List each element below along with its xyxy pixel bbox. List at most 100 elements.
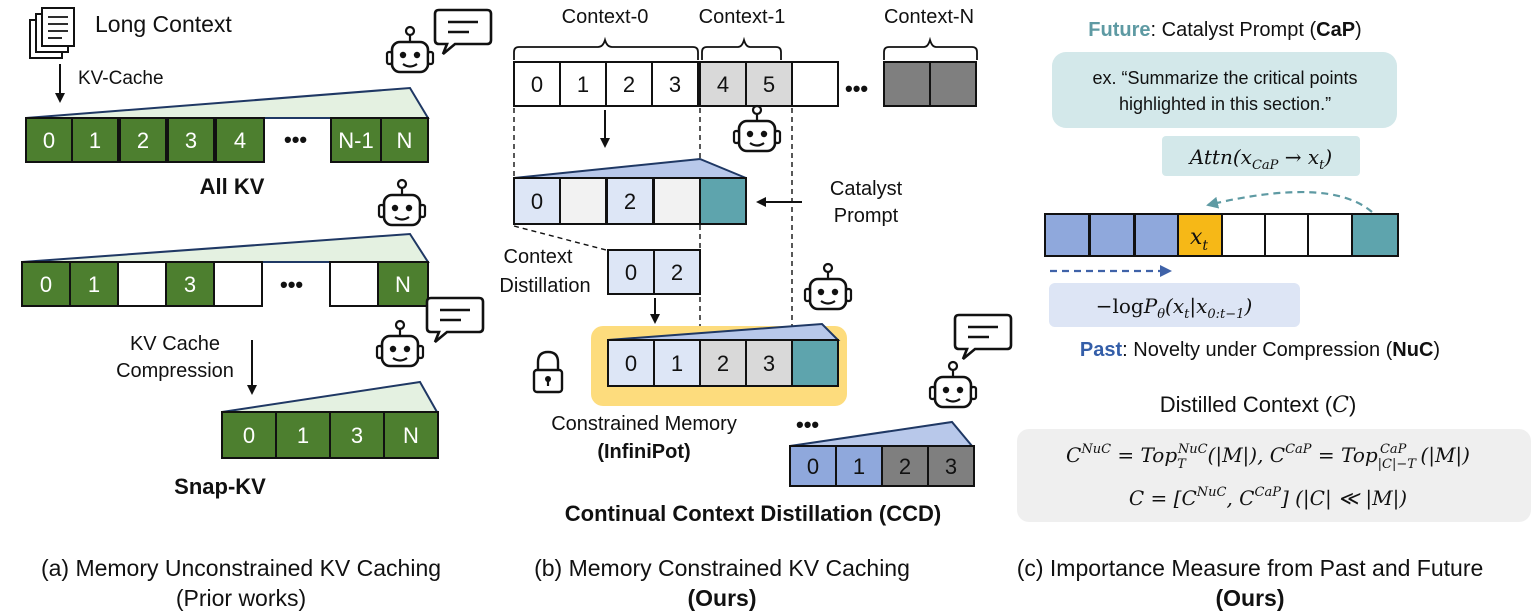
token-block: [1351, 213, 1399, 257]
kv-block: [380, 117, 429, 163]
final-block: [835, 445, 883, 487]
robot-icon: [732, 104, 782, 153]
kept-block: [653, 249, 701, 295]
chat-bubble-icon: [953, 313, 1013, 361]
context-block: [745, 61, 793, 107]
context-distill-line2: Distillation: [499, 275, 590, 297]
equation-box: [1017, 429, 1531, 522]
memory-block-label: 3: [763, 351, 775, 376]
caption-c-line1: (c) Importance Measure from Past and Fut…: [1017, 555, 1484, 581]
kv-block-label: N: [403, 423, 419, 448]
past-heading: Past: Novelty under Compression (NuC): [1080, 339, 1440, 361]
memory-block-label: 2: [717, 351, 729, 376]
robot-icon: [803, 262, 853, 311]
kv-block-label: 0: [43, 128, 55, 153]
catalyst-label-line1: Catalyst: [830, 178, 903, 200]
distill-block: [606, 177, 654, 225]
final-block-label: 2: [899, 454, 911, 479]
robot-icon: [377, 178, 427, 227]
kv-block-label: 2: [137, 128, 149, 153]
robot-icon: [928, 360, 978, 409]
context-ellipsis: •••: [845, 76, 868, 101]
token-block: [1044, 213, 1090, 257]
context-n-brace: [883, 36, 978, 60]
kv-block: [25, 117, 73, 163]
example-line1: ex. “Summarize the critical points: [1092, 68, 1357, 88]
equation-line2: C = [CNuC, CCaP] (|C| ≪ |M|): [1129, 485, 1407, 511]
attention-curve-arrow: [1206, 190, 1373, 213]
distill-block-label: 2: [624, 189, 636, 214]
kv-block: [329, 261, 379, 307]
context-n-block-1: [883, 61, 931, 107]
future-word: Future: [1088, 19, 1150, 41]
kv-block: [69, 261, 119, 307]
nll-formula-box: [1049, 283, 1300, 327]
kv-block-label: 0: [243, 423, 255, 448]
all-kv-ellipsis: •••: [284, 127, 307, 152]
final-ellipsis: •••: [796, 412, 819, 437]
final-block-label: 0: [807, 454, 819, 479]
context-block-label: 1: [577, 72, 589, 97]
memory-block: [745, 339, 793, 387]
memory-block-label: 0: [625, 351, 637, 376]
infinipot-label: (InfiniPot): [597, 441, 690, 463]
all-kv-attention-wedge: [25, 86, 430, 119]
distilled-title: Distilled Context (C): [1160, 392, 1357, 418]
example-line2: highlighted in this section.”: [1119, 94, 1331, 114]
kv-block-label: N-1: [338, 128, 373, 153]
kv-block-label: 3: [184, 272, 196, 297]
catalyst-example-box: [1052, 52, 1397, 128]
kept-block: [607, 249, 655, 295]
distill-block-label: 0: [531, 189, 543, 214]
lock-icon: [532, 350, 564, 394]
caption-b-line1: (b) Memory Constrained KV Caching: [534, 555, 910, 581]
memory-row: 0 1 2 3: [607, 339, 793, 387]
context-1-brace: [701, 36, 782, 60]
kv-block: [383, 411, 439, 459]
final-block-label: 1: [853, 454, 865, 479]
panel-c: Future: Catalyst Prompt (CaP) ex. “Summa…: [1017, 19, 1531, 611]
context-block-label: 5: [763, 72, 775, 97]
memory-block: [653, 339, 701, 387]
memory-block-label: 1: [671, 351, 683, 376]
future-heading: Future: Catalyst Prompt (CaP): [1088, 19, 1361, 41]
final-row: 0 1 2 3: [789, 445, 975, 487]
constrained-memory-label: Constrained Memory: [551, 413, 737, 435]
kv-block: [377, 261, 429, 307]
token-block: [1221, 213, 1267, 257]
catalyst-label-line2: Prompt: [834, 205, 899, 227]
final-block-label: 3: [945, 454, 957, 479]
distill-block: [653, 177, 701, 225]
kv-block-label: N: [397, 128, 413, 153]
context-n-block-2: [929, 61, 977, 107]
distill-attention-wedge: [513, 157, 747, 179]
kv-block: [119, 117, 167, 163]
kv-block-label: 3: [185, 128, 197, 153]
context-block: [513, 61, 561, 107]
long-context-label: Long Context: [95, 11, 232, 37]
caption-c-line2: (Ours): [1216, 585, 1285, 611]
past-word: Past: [1080, 339, 1123, 361]
context-block-label: 4: [717, 72, 729, 97]
kv-block: [167, 117, 215, 163]
ccd-title: Continual Context Distillation (CCD): [565, 501, 941, 526]
context-0-label: Context-0: [562, 6, 649, 28]
snap-out-wedge: [221, 380, 439, 413]
kv-block: [71, 117, 119, 163]
snap-ellipsis: •••: [280, 272, 303, 297]
kv-block-label: 4: [234, 128, 246, 153]
kv-block-label: 1: [297, 423, 309, 448]
caption-a-line2: (Prior works): [176, 585, 306, 611]
memory-catalyst-block: [791, 339, 839, 387]
kv-block: [117, 261, 167, 307]
chat-bubble-icon: [433, 8, 493, 56]
attn-formula-box: [1162, 136, 1360, 176]
